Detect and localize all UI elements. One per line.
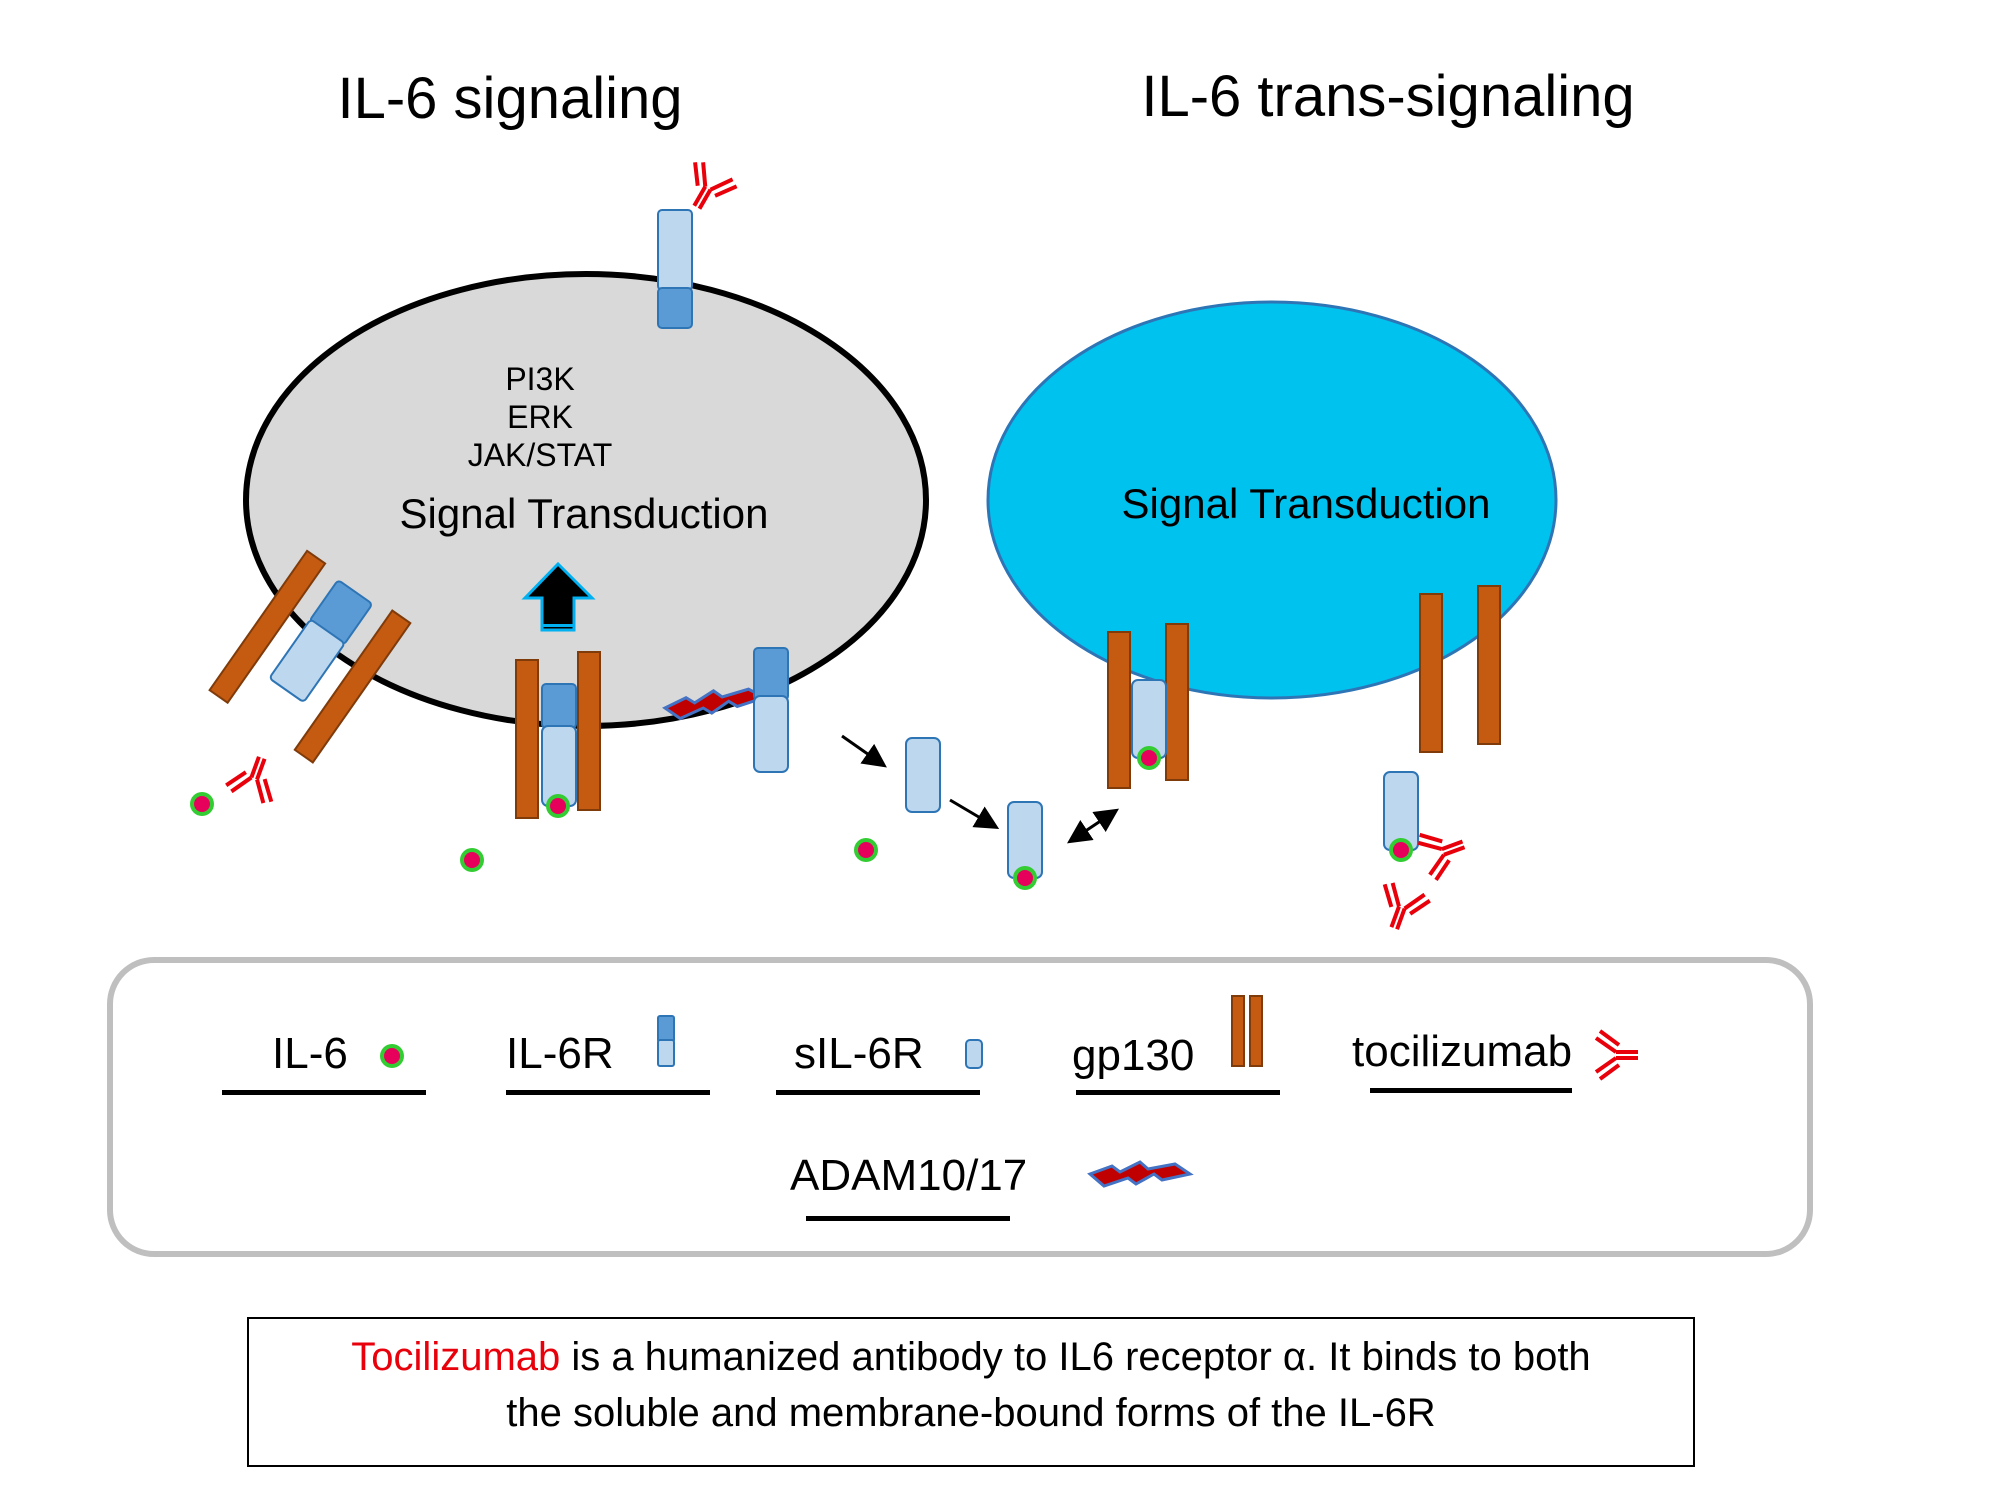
il6-free-2	[460, 848, 484, 872]
legend-label-tocilizumab: tocilizumab	[1352, 1027, 1572, 1076]
legend-item-tocilizumab: tocilizumab	[1352, 1027, 1640, 1093]
il6-dot-icon	[380, 1044, 404, 1068]
legend-label-il6: IL-6	[272, 1029, 348, 1078]
left-signal-transduction-label: Signal Transduction	[400, 490, 769, 537]
caption-line-2: the soluble and membrane-bound forms of …	[506, 1391, 1435, 1435]
legend-label-gp130: gp130	[1072, 1031, 1194, 1080]
gp130-free-right	[1419, 585, 1501, 753]
title-il6-trans-signaling: IL-6 trans-signaling	[1141, 64, 1634, 129]
legend-item-il6r: IL-6R	[506, 1015, 710, 1095]
il6-il6r-gp130-complex	[515, 651, 601, 819]
pathway-pi3k: PI3K	[505, 361, 574, 397]
legend-label-sil6r: sIL-6R	[794, 1029, 924, 1078]
sil6r-il6-complex	[1007, 801, 1043, 890]
pathway-jak-stat: JAK/STAT	[468, 437, 613, 473]
caption-highlight: Tocilizumab	[351, 1335, 560, 1379]
antibody-icon-right-1	[1413, 819, 1474, 884]
sil6r-il6-blocked	[1383, 771, 1419, 862]
antibody-icon-right-2	[1369, 878, 1434, 939]
il6-free-3	[854, 838, 878, 862]
arrow-shed-to-sil6r	[841, 734, 887, 768]
transduction-up-arrow-icon	[521, 561, 596, 632]
caption-line-1-rest: is a humanized antibody to IL6 receptor …	[560, 1335, 1590, 1379]
right-signal-transduction-label: Signal Transduction	[1122, 480, 1491, 527]
title-il6-signaling: IL-6 signaling	[338, 66, 683, 131]
antibody-icon-left-complex	[222, 747, 287, 808]
caption-box	[247, 1317, 1695, 1467]
legend-item-il6: IL-6	[222, 1029, 426, 1095]
legend-box	[107, 957, 1813, 1257]
caption-line-1: Tocilizumab is a humanized antibody to I…	[351, 1335, 1590, 1379]
legend-item-gp130: gp130	[1072, 995, 1280, 1095]
il6r-membrane-shedding	[753, 647, 789, 773]
right-cell	[986, 300, 1558, 700]
il6-free-1	[190, 792, 214, 816]
il6r-gp130-complex-tilted	[208, 549, 412, 764]
double-arrow-complex-to-gp130	[1067, 808, 1119, 844]
legend-item-adam: ADAM10/17	[790, 1151, 1192, 1221]
pathway-erk: ERK	[507, 399, 573, 435]
legend-label-il6r: IL-6R	[506, 1029, 614, 1078]
legend-label-adam: ADAM10/17	[790, 1151, 1027, 1200]
il6r-top-bound-antibody	[657, 156, 741, 329]
arrow-sil6r-to-complex	[949, 798, 1000, 830]
sil6r-free	[905, 737, 941, 813]
legend-item-sil6r: sIL-6R	[776, 1029, 983, 1095]
gp130-sil6r-il6-complex	[1107, 623, 1189, 789]
